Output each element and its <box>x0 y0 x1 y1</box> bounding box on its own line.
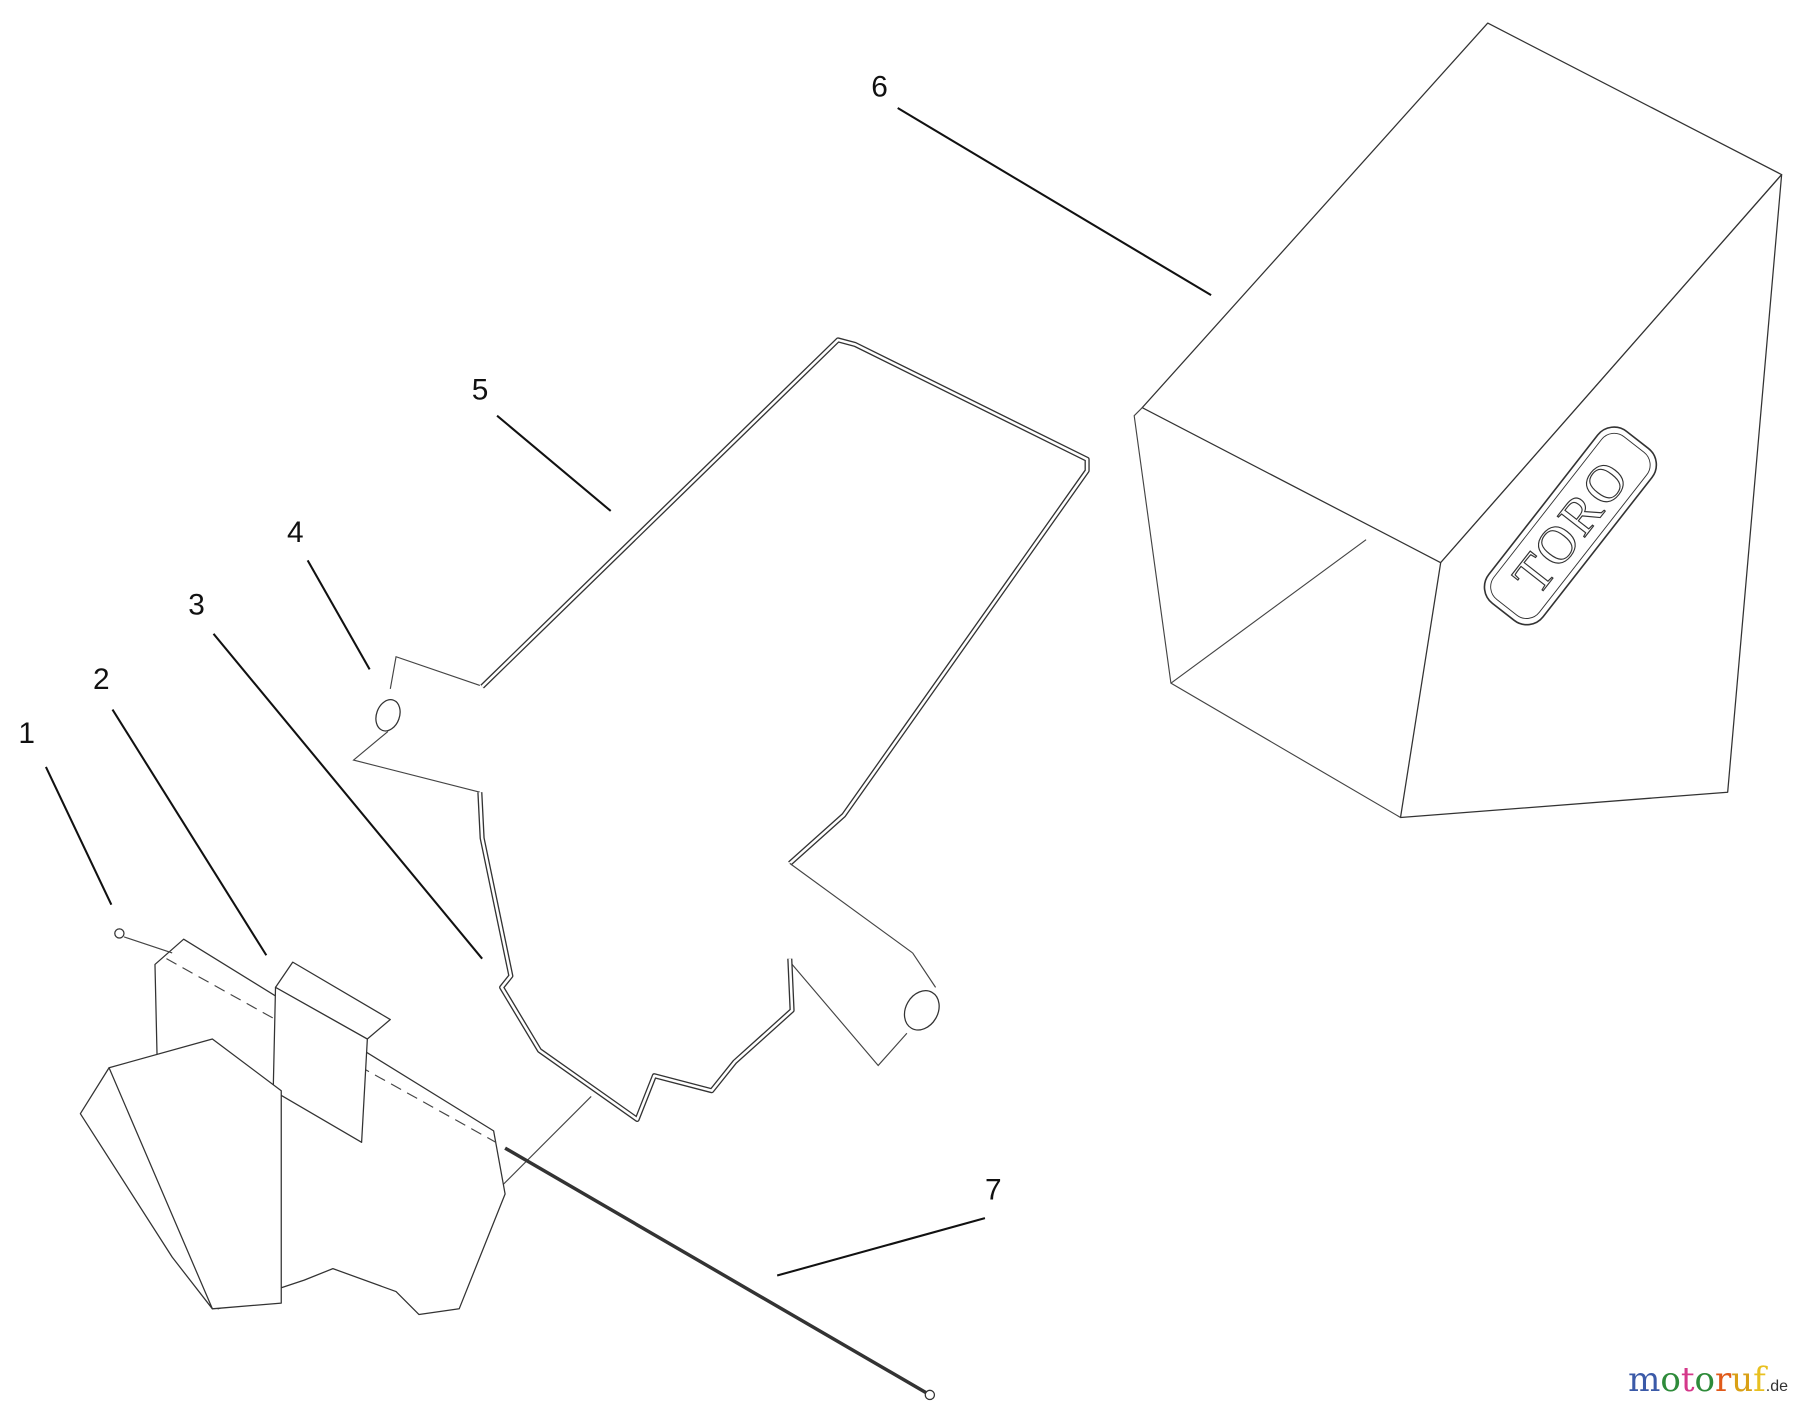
watermark-letter: o <box>1660 1360 1681 1400</box>
callout-1: 1 <box>18 717 35 750</box>
watermark-logo: motoruf.de <box>1628 1360 1788 1400</box>
watermark-letter: f <box>1753 1360 1766 1400</box>
spring-part-4 <box>352 656 940 1067</box>
watermark-letter: m <box>1628 1360 1661 1400</box>
watermark-letter: t <box>1680 1360 1695 1400</box>
frame-rod-part-5 <box>480 337 1090 866</box>
callout-2: 2 <box>93 663 110 696</box>
callout-3: 3 <box>188 588 205 621</box>
watermark-letter: r <box>1714 1360 1732 1400</box>
watermark-letter: u <box>1731 1360 1754 1400</box>
nut-part-1 <box>114 928 173 954</box>
rear-frame-part-2 <box>79 938 506 1316</box>
callout-5: 5 <box>472 374 489 407</box>
leader-lines <box>44 107 1212 1277</box>
grass-bag-part-6: TORO <box>1133 22 1783 819</box>
frame-rod-part-3 <box>477 792 795 1195</box>
callout-4: 4 <box>287 516 304 549</box>
callout-7: 7 <box>985 1174 1002 1207</box>
watermark-letter: o <box>1694 1360 1715 1400</box>
callout-6: 6 <box>871 71 888 104</box>
rod-part-7 <box>504 1146 936 1401</box>
